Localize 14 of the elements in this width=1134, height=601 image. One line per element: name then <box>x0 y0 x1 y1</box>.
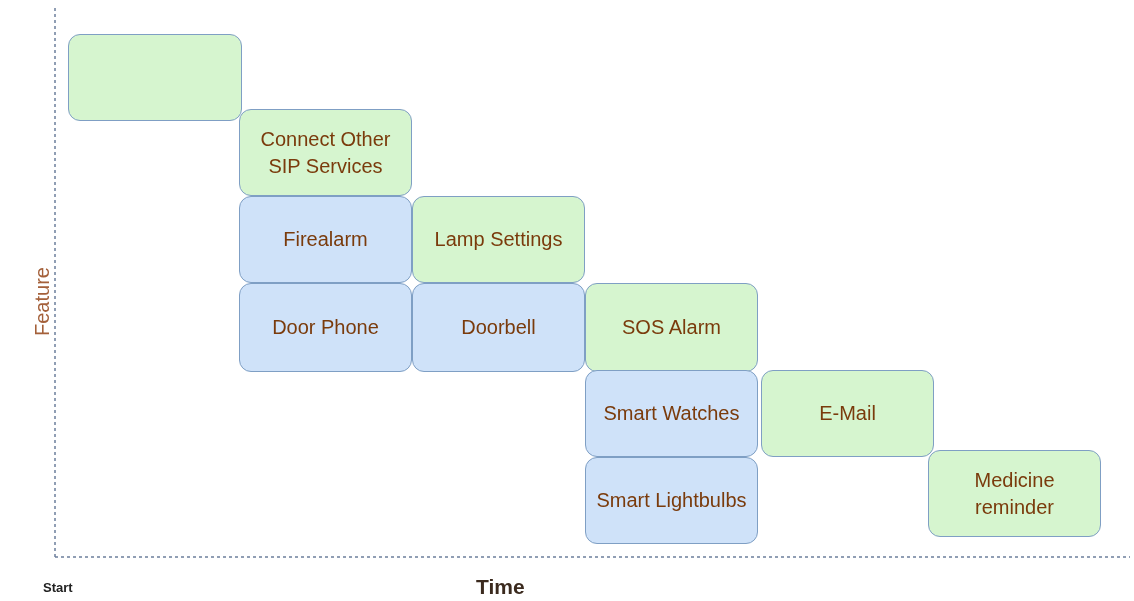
feature-box: Doorbell <box>412 283 585 372</box>
feature-box: Firealarm <box>239 196 412 283</box>
feature-box: Connect Other SIP Services <box>239 109 412 196</box>
axis-title: Feature <box>30 267 54 336</box>
feature-box: Medicine reminder <box>928 450 1101 537</box>
feature-box: Smart Lightbulbs <box>585 457 758 544</box>
feature-box: Door Phone <box>239 283 412 372</box>
axis-title: Time <box>476 575 525 599</box>
feature-box: E-Mail <box>761 370 934 457</box>
feature-box <box>68 34 242 121</box>
feature-box: Smart Watches <box>585 370 758 457</box>
feature-box: Lamp Settings <box>412 196 585 283</box>
feature-box: SOS Alarm <box>585 283 758 372</box>
axis-start-label: Start <box>43 580 73 595</box>
